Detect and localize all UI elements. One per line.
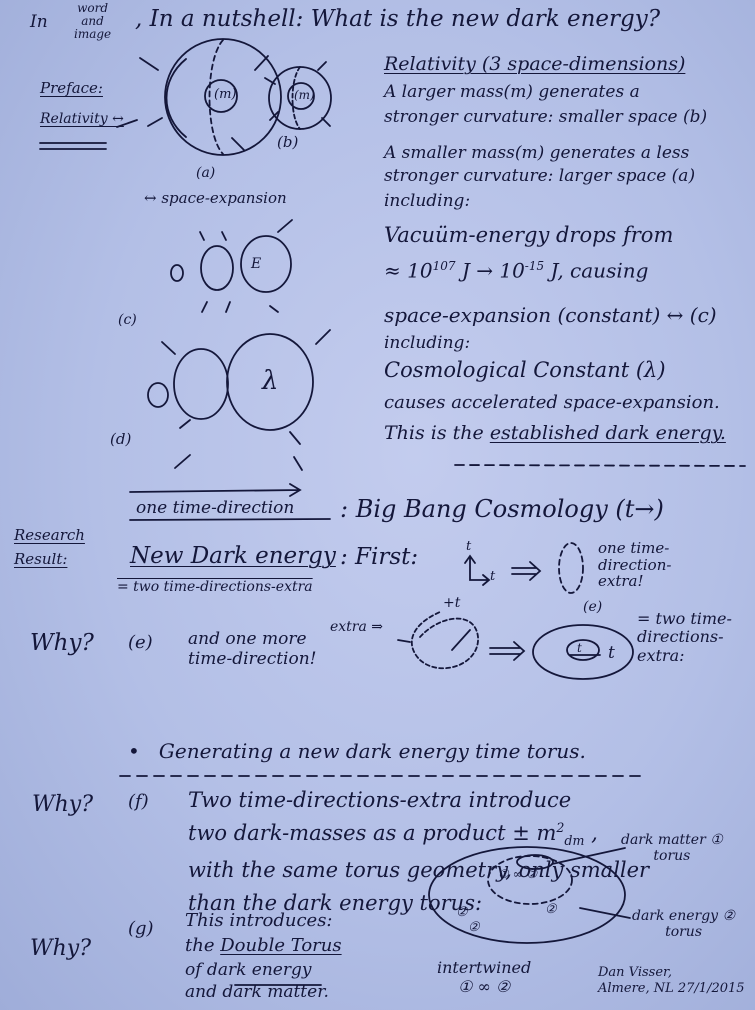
sphere-b-drawing — [268, 66, 332, 130]
vacuum-line-2: ≈ 10107 J → 10-15 J, causing — [384, 258, 649, 283]
relativity-line-3: A smaller mass(m) generates a less — [384, 143, 690, 163]
direction-underline — [129, 518, 331, 521]
two-time-directions-extra: = two time-directions-extra — [117, 579, 313, 595]
plus-t-label: +t — [443, 595, 461, 611]
why-g: Why? — [30, 936, 92, 961]
torus-mark-2-bottom: ② — [468, 920, 480, 935]
torus-t-right: t — [608, 643, 615, 663]
two-time-torus-drawing — [532, 624, 634, 680]
label-relativity: Relativity ↔ — [40, 111, 124, 127]
relativity-line-1: A larger mass(m) generates a — [384, 82, 640, 102]
author-signature: Dan Visser,Almere, NL 27/1/2015 — [598, 965, 745, 997]
label-research: Research — [14, 526, 85, 544]
time-direction-arrow — [129, 483, 302, 497]
torus-inner-marks: ① ∞ ② — [498, 867, 538, 881]
extra-time-ellipse — [558, 542, 584, 594]
lambda-line-2: causes accelerated space-expansion. — [384, 392, 720, 413]
why-g-line-3: of dark energy — [185, 960, 312, 980]
label-m-b: (m) — [294, 88, 315, 102]
relativity-line-4: stronger curvature: larger space (a) — [384, 166, 696, 186]
torus-mark-2-right: ② — [545, 902, 557, 917]
why-g-line-2: the Double Torus — [185, 935, 342, 956]
vacuum-line-4: including: — [384, 333, 471, 353]
preface-separator — [39, 142, 107, 150]
why-g-letter: (g) — [128, 918, 154, 939]
lambda-circles-drawing — [147, 329, 331, 471]
one-time-extra-note: one time-direction-extra! — [598, 539, 672, 590]
big-bang-line: : Big Bang Cosmology (t→) — [340, 495, 664, 523]
first-colon: : First: — [340, 544, 419, 570]
why-e: Why? — [30, 630, 94, 656]
why-f-line-3: with the same torus geometry, only small… — [188, 858, 650, 882]
label-preface: Preface: — [40, 79, 103, 97]
two-time-extra-note: = two time-directions-extra: — [637, 609, 732, 665]
header-in-prefix: In — [30, 12, 48, 32]
relativity-heading: Relativity (3 space-dimensions) — [384, 53, 686, 75]
label-b: (b) — [277, 133, 299, 151]
label-lambda: λ — [262, 366, 279, 396]
new-dark-energy-heading: New Dark energy — [130, 543, 336, 569]
label-e: (e) — [583, 599, 603, 615]
relativity-line-5: including: — [384, 191, 471, 211]
why-f-line-4: than the dark energy torus: — [188, 891, 483, 915]
label-one-time-direction: one time-direction — [136, 498, 295, 518]
lambda-line-3: This is the established dark energy. — [384, 422, 726, 444]
generating-line: • Generating a new dark energy time toru… — [128, 739, 586, 763]
label-evac: E — [251, 256, 262, 272]
axis-t-right: t — [490, 569, 496, 584]
vacuum-circles-drawing — [170, 219, 293, 313]
axis-drawing — [464, 554, 491, 586]
vacuum-line-1: Vacuüm-energy drops from — [384, 223, 674, 247]
dark-energy-dashes — [454, 464, 746, 467]
lambda-line-1: Cosmological Constant (λ) — [384, 358, 666, 382]
label-m-a: (m) — [214, 87, 237, 102]
sphere-a-drawing — [164, 38, 282, 156]
why-g-line-4: and dark matter. — [185, 982, 329, 1002]
label-d: (d) — [110, 430, 132, 448]
extra-label: extra ⇒ — [330, 619, 384, 635]
axis-t-up: t — [466, 539, 472, 554]
expansion-arrows — [116, 55, 331, 151]
double-torus-drawing — [428, 846, 631, 944]
why-f-letter: (f) — [128, 791, 149, 812]
relativity-line-2: stronger curvature: smaller space (b) — [384, 107, 708, 127]
label-result: Result: — [14, 550, 68, 568]
label-c: (c) — [118, 312, 137, 328]
why-f: Why? — [32, 792, 94, 817]
implies-arrow-1 — [511, 561, 542, 581]
vacuum-line-3: space-expansion (constant) ↔ (c) — [384, 303, 717, 327]
torus-t-inner: t — [577, 641, 582, 655]
page-title: , In a nutshell: What is the new dark en… — [135, 6, 661, 32]
label-a: (a) — [196, 165, 216, 181]
label-space-expansion: ↔ space-expansion — [144, 189, 287, 207]
why-f-line-2: two dark-masses as a product ± m2dm , — [188, 820, 598, 849]
torus-mark-2-left: ② — [456, 905, 468, 920]
why-e-letter: (e) — [128, 632, 153, 653]
why-g-line-1: This introduces: — [185, 910, 333, 931]
why-f-line-1: Two time-directions-extra introduce — [188, 788, 572, 812]
time-loop-drawing — [397, 611, 526, 670]
